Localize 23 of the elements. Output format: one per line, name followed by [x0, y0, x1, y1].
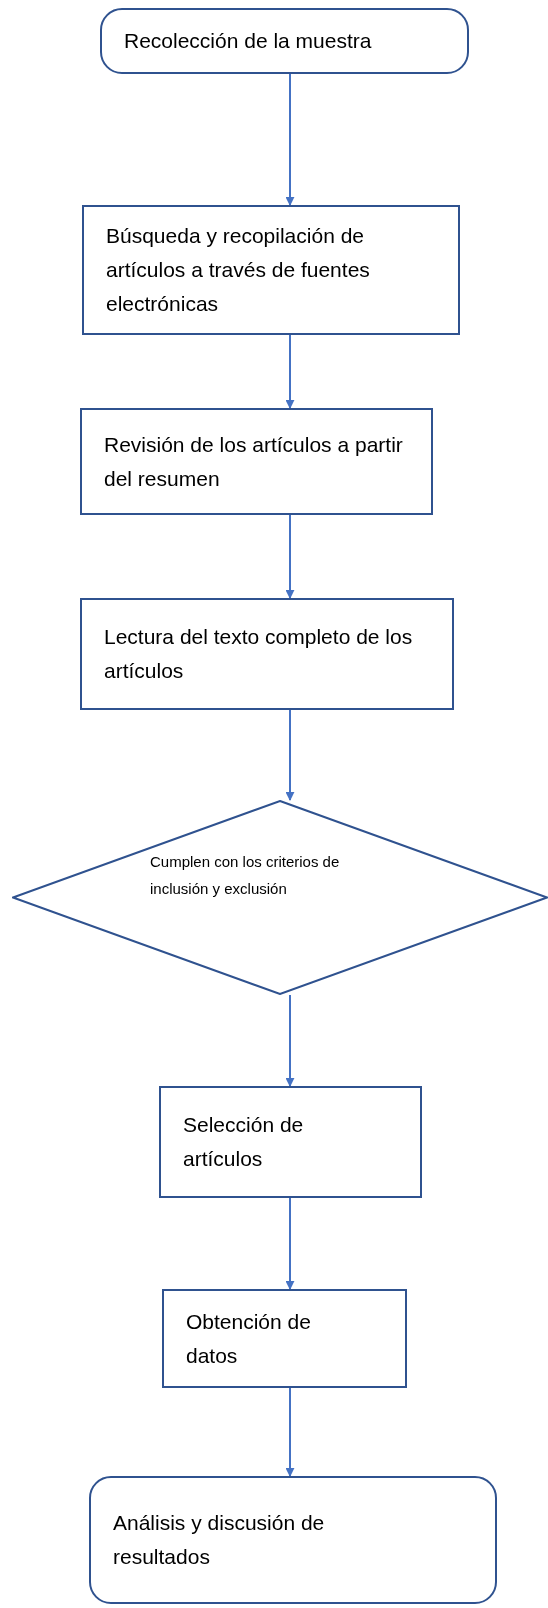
step-text: Recolección de la muestra — [124, 28, 372, 54]
terminal-box — [89, 1476, 497, 1604]
process-box — [162, 1289, 407, 1388]
step-text: Lectura del texto completo de los artículos — [104, 624, 414, 684]
terminal-box — [100, 8, 469, 74]
arrow — [285, 73, 295, 206]
step-text: Búsqueda y recopilación de artículos a través de fuentes electrónicas — [106, 223, 371, 317]
arrow — [285, 1197, 295, 1290]
step-text: Revisión de los artículos a partir del resumen — [104, 431, 404, 492]
step-text: Análisis y discusión de resultados — [113, 1510, 326, 1570]
step-text: Obtención de datos — [186, 1308, 312, 1369]
process-box — [80, 598, 454, 710]
arrow — [285, 1387, 295, 1477]
arrow — [285, 514, 295, 599]
process-box — [80, 408, 433, 515]
decision-diamond — [12, 800, 548, 995]
step-text: Selección de artículos — [183, 1112, 305, 1172]
arrow — [285, 994, 295, 1087]
arrow — [285, 709, 295, 801]
arrow — [285, 334, 295, 409]
process-box — [82, 205, 460, 335]
decision-text: Cumplen con los criterios de inclusión y exclusión — [150, 852, 340, 899]
process-box — [159, 1086, 422, 1198]
